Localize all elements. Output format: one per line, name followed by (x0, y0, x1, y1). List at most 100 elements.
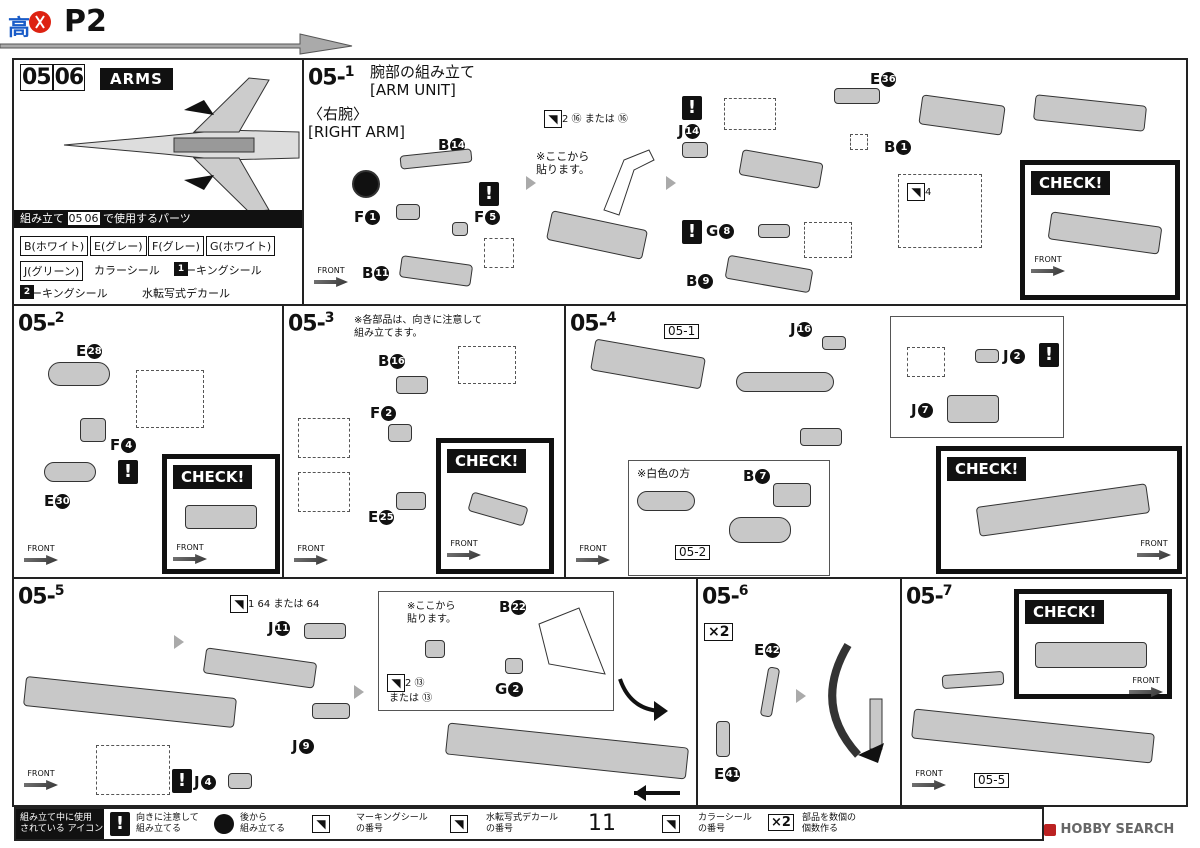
step-05-1-number: 05-1 (308, 64, 354, 91)
arm-with-blade (911, 708, 1155, 764)
part-b7 (773, 483, 811, 507)
check-box: CHECK! FRONT (436, 438, 554, 574)
result-arm-illustration (1032, 92, 1148, 132)
white-part (637, 491, 695, 511)
j4-detail-box (96, 745, 170, 795)
watermark-logo-icon (1044, 823, 1056, 836)
ref-05-5: 05-5 (974, 773, 1010, 788)
part-j7 (947, 395, 999, 423)
part-e28 (48, 362, 110, 386)
watermark: HOBBY SEARCH (1044, 822, 1174, 837)
white-side-note: ※白色の方 (637, 467, 691, 480)
part-j14 (682, 142, 708, 158)
step-05-1-title: 腕部の組み立て (370, 63, 476, 81)
arm-joint-part (202, 647, 318, 689)
note-start-here: ※ここから 貼ります。 (536, 150, 590, 176)
later-assembly-icon (214, 814, 234, 834)
step-arrow-icon (354, 685, 364, 699)
make-two-icon: ×2 (704, 623, 734, 641)
part-j2 (975, 349, 999, 363)
decal-note: ◥2 ⑯ または ⑯ (544, 110, 628, 128)
e28-detail-box (136, 370, 204, 428)
ref-05-2: 05-2 (675, 545, 711, 560)
part-f5 (452, 222, 468, 236)
front-indicator: FRONT (294, 544, 328, 565)
g8-detail-box (804, 222, 852, 258)
site-logo: 高 (6, 6, 54, 46)
page-title: P2 (64, 4, 107, 39)
slide-arrow-icon (634, 785, 680, 801)
page-number: 11 (588, 811, 616, 836)
check-box: CHECK! FRONT (936, 446, 1182, 574)
forearm-part (738, 149, 824, 189)
part-j16 (822, 336, 846, 350)
step-05-6-number: 05-6 (702, 583, 748, 610)
j14-detail-box (724, 98, 776, 130)
attention-icon: ! (110, 812, 130, 836)
f5-detail-box (484, 238, 514, 268)
part-e41 (716, 721, 730, 757)
step-arrow-icon (526, 176, 536, 190)
marking-sticker-icon: ◥ (312, 815, 330, 833)
f2-detail-box (298, 418, 350, 458)
legend-decal: 水転写式デカール の番号 (486, 813, 559, 834)
b1-small-box (850, 134, 868, 150)
logo-text: 高 (8, 16, 31, 41)
part-e42 (759, 666, 781, 718)
attention-icon: ! (682, 96, 702, 120)
check-box: CHECK! FRONT (162, 454, 280, 574)
decal-alt-2: または ⑬ (389, 693, 433, 704)
front-indicator: FRONT (314, 266, 348, 287)
legend-make-two: 部品を数個の 個数作る (802, 813, 857, 834)
part-e36 (834, 88, 880, 104)
arm-block-part (918, 94, 1006, 136)
front-indicator: FRONT (24, 544, 58, 565)
attention-icon: ! (682, 220, 702, 244)
note-start-here: ※ここから 貼ります。 (407, 601, 456, 625)
part-e: E(グレー) (90, 236, 147, 256)
arm-part (590, 338, 706, 390)
part-b16 (396, 376, 428, 394)
sticker-piece (425, 640, 445, 658)
front-indicator: FRONT (24, 769, 58, 790)
decal-icon: ◥ (450, 815, 468, 833)
color-sticker: カラーシール (94, 264, 160, 277)
ref-05-1: 05-1 (664, 324, 700, 339)
part-f: F(グレー) (148, 236, 204, 256)
part-j: J(グリーン) (20, 261, 84, 281)
step-05-7-number: 05-7 (906, 583, 952, 610)
header-arrow-icon (0, 33, 353, 55)
part-f2 (388, 424, 412, 442)
part-j4 (228, 773, 252, 789)
part-b9 (724, 254, 814, 294)
decal-strip-illustration (603, 149, 655, 216)
water-decal: 水転写式デカール (142, 287, 230, 300)
blade-arc-illustration (828, 642, 884, 763)
orientation-note: ※各部品は、向きに注意して 組み立てます。 (354, 315, 483, 339)
check-box: CHECK! FRONT (1014, 589, 1172, 699)
part-b14 (399, 148, 473, 170)
decal-icon: ◥ (544, 110, 562, 128)
arms-title: ARMS (100, 68, 173, 90)
